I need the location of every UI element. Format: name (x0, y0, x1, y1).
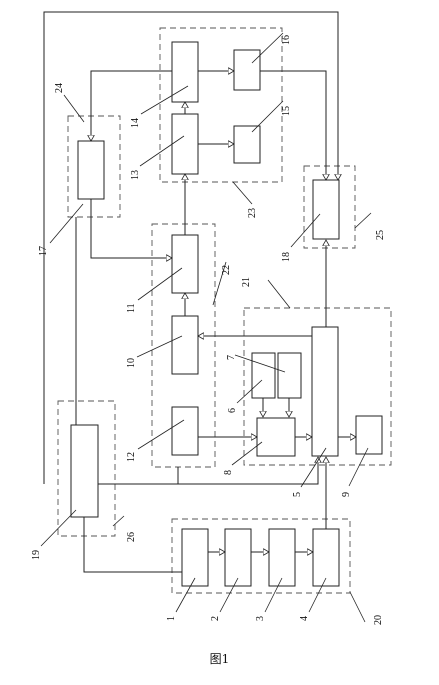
leader-1 (175, 577, 196, 613)
leader-4 (308, 577, 327, 613)
block-6 (251, 352, 276, 399)
leader-19 (40, 509, 77, 547)
block-18 (312, 179, 340, 240)
label-21: 21 (241, 277, 252, 287)
link-16-18 (260, 70, 326, 180)
label-7: 7 (226, 355, 237, 360)
leader-26 (112, 515, 125, 527)
label-13: 13 (130, 170, 141, 180)
block-8 (256, 417, 296, 457)
leader-22 (212, 261, 227, 306)
block-9 (355, 415, 383, 455)
block-1 (181, 528, 209, 587)
leader-10 (136, 335, 183, 358)
link-19-bus (98, 457, 318, 485)
label-9: 9 (341, 492, 352, 497)
label-4: 4 (299, 616, 310, 621)
leader-18 (290, 213, 321, 248)
leader-14 (140, 85, 189, 115)
block-10 (171, 315, 199, 375)
leader-21 (267, 279, 291, 309)
label-19: 19 (31, 550, 42, 560)
group-24 (67, 115, 121, 218)
block-13 (171, 113, 199, 175)
label-12: 12 (126, 452, 137, 462)
group-22 (151, 223, 216, 468)
link-19-20 (83, 517, 182, 573)
label-15: 15 (281, 106, 292, 116)
link-17-11 (90, 199, 172, 258)
label-11: 11 (126, 303, 137, 313)
block-7 (277, 352, 302, 399)
leader-2 (219, 577, 239, 613)
label-3: 3 (255, 616, 266, 621)
block-19 (70, 424, 99, 518)
label-23: 23 (247, 208, 258, 218)
leader-9 (348, 447, 369, 487)
label-8: 8 (223, 470, 234, 475)
label-14: 14 (130, 118, 141, 128)
label-20: 20 (373, 615, 384, 625)
block-3 (268, 528, 296, 587)
block-17 (77, 140, 105, 200)
label-6: 6 (227, 408, 238, 413)
leader-6 (236, 379, 263, 404)
leader-3 (264, 577, 283, 613)
group-23 (159, 27, 283, 183)
leader-24 (63, 94, 85, 123)
label-24: 24 (54, 83, 65, 93)
leader-20 (349, 591, 366, 623)
label-16: 16 (281, 35, 292, 45)
label-26: 26 (126, 532, 137, 542)
figure-caption: 图1 (209, 652, 230, 666)
label-2: 2 (210, 616, 221, 621)
label-25: 25 (375, 230, 386, 240)
leader-5 (300, 447, 327, 488)
label-10: 10 (126, 358, 137, 368)
block-11 (171, 234, 199, 294)
leader-12 (137, 419, 185, 450)
label-5: 5 (292, 492, 303, 497)
block-12 (171, 406, 199, 456)
label-18: 18 (281, 252, 292, 262)
block-4 (312, 528, 340, 587)
leader-23 (232, 181, 253, 205)
link-top-loop (43, 11, 338, 484)
block-2 (224, 528, 252, 587)
group-21 (243, 307, 392, 466)
group-20 (171, 518, 351, 594)
leader-13 (139, 135, 185, 167)
label-1: 1 (166, 616, 177, 621)
leader-8 (231, 441, 263, 466)
block-15 (233, 125, 261, 164)
leader-17 (49, 203, 84, 244)
leader-7 (234, 354, 286, 373)
label-22: 22 (221, 265, 232, 275)
leader-15 (251, 100, 284, 133)
block-16 (233, 49, 261, 91)
leader-25 (354, 212, 372, 229)
group-25 (303, 165, 356, 249)
block-5 (311, 326, 339, 457)
label-17: 17 (38, 246, 49, 256)
link-14-17 (91, 70, 172, 141)
leader-16 (251, 32, 284, 64)
leader-11 (137, 267, 183, 301)
group-26 (57, 400, 116, 537)
